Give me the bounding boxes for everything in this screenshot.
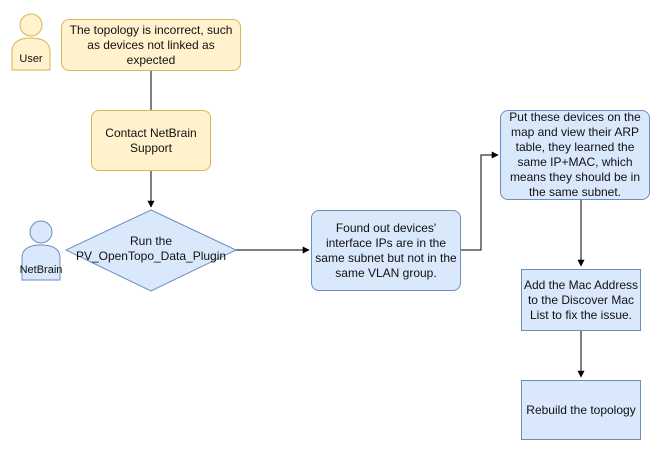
found-out-node-text: Found out devices' interface IPs are in … [315, 220, 457, 280]
user-actor-label: User [19, 53, 43, 65]
found-out-node[interactable]: Found out devices' interface IPs are in … [311, 210, 461, 291]
problem-node[interactable]: The topology is incorrect, such as devic… [61, 19, 241, 71]
problem-node-text: The topology is incorrect, such as devic… [69, 22, 233, 67]
run-plugin-diamond[interactable] [64, 209, 238, 292]
user-actor-icon [11, 13, 51, 71]
run-plugin-node-text: Run the PV_OpenTopo_Data_Plugin [75, 234, 227, 263]
rebuild-node-text: Rebuild the topology [526, 402, 636, 417]
add-mac-node[interactable]: Add the Mac Address to the Discover Mac … [521, 269, 641, 331]
rebuild-node[interactable]: Rebuild the topology [521, 380, 641, 440]
edge-found-to-put [461, 151, 499, 251]
put-devices-node-text: Put these devices on the map and view th… [509, 110, 641, 199]
netbrain-actor-icon [21, 220, 61, 281]
contact-support-node-text: Contact NetBrain Support [105, 125, 197, 155]
add-mac-node-text: Add the Mac Address to the Discover Mac … [523, 277, 639, 322]
put-devices-node[interactable]: Put these devices on the map and view th… [500, 110, 650, 200]
contact-support-node[interactable]: Contact NetBrain Support [91, 110, 211, 171]
netbrain-actor-label: NetBrain [19, 264, 63, 276]
